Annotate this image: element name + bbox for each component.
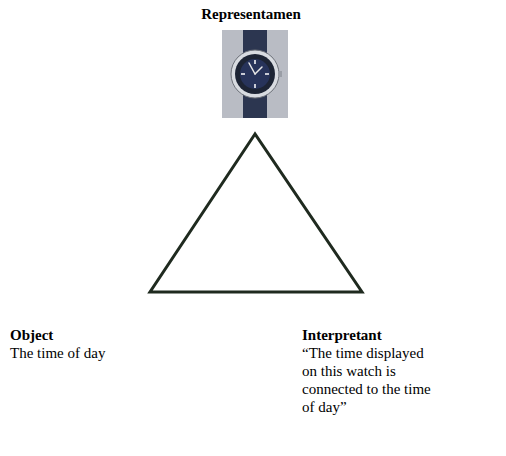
corner-text: “The time displayed on this watch is con… <box>302 344 439 416</box>
corner-title: Representamen <box>0 5 502 23</box>
watch-bezel <box>235 54 275 94</box>
corner-title: Interpretant <box>302 326 482 344</box>
hour-markers <box>241 60 269 88</box>
photo-ground <box>222 30 288 118</box>
corner-text: The time of day <box>10 344 190 362</box>
watch-crown <box>278 71 282 77</box>
watch-case <box>231 50 279 98</box>
watch-picture <box>222 30 288 118</box>
triangle <box>150 134 362 292</box>
watch-dial <box>240 59 270 89</box>
corner-title: Object <box>10 326 160 344</box>
watch-hands <box>249 63 262 74</box>
